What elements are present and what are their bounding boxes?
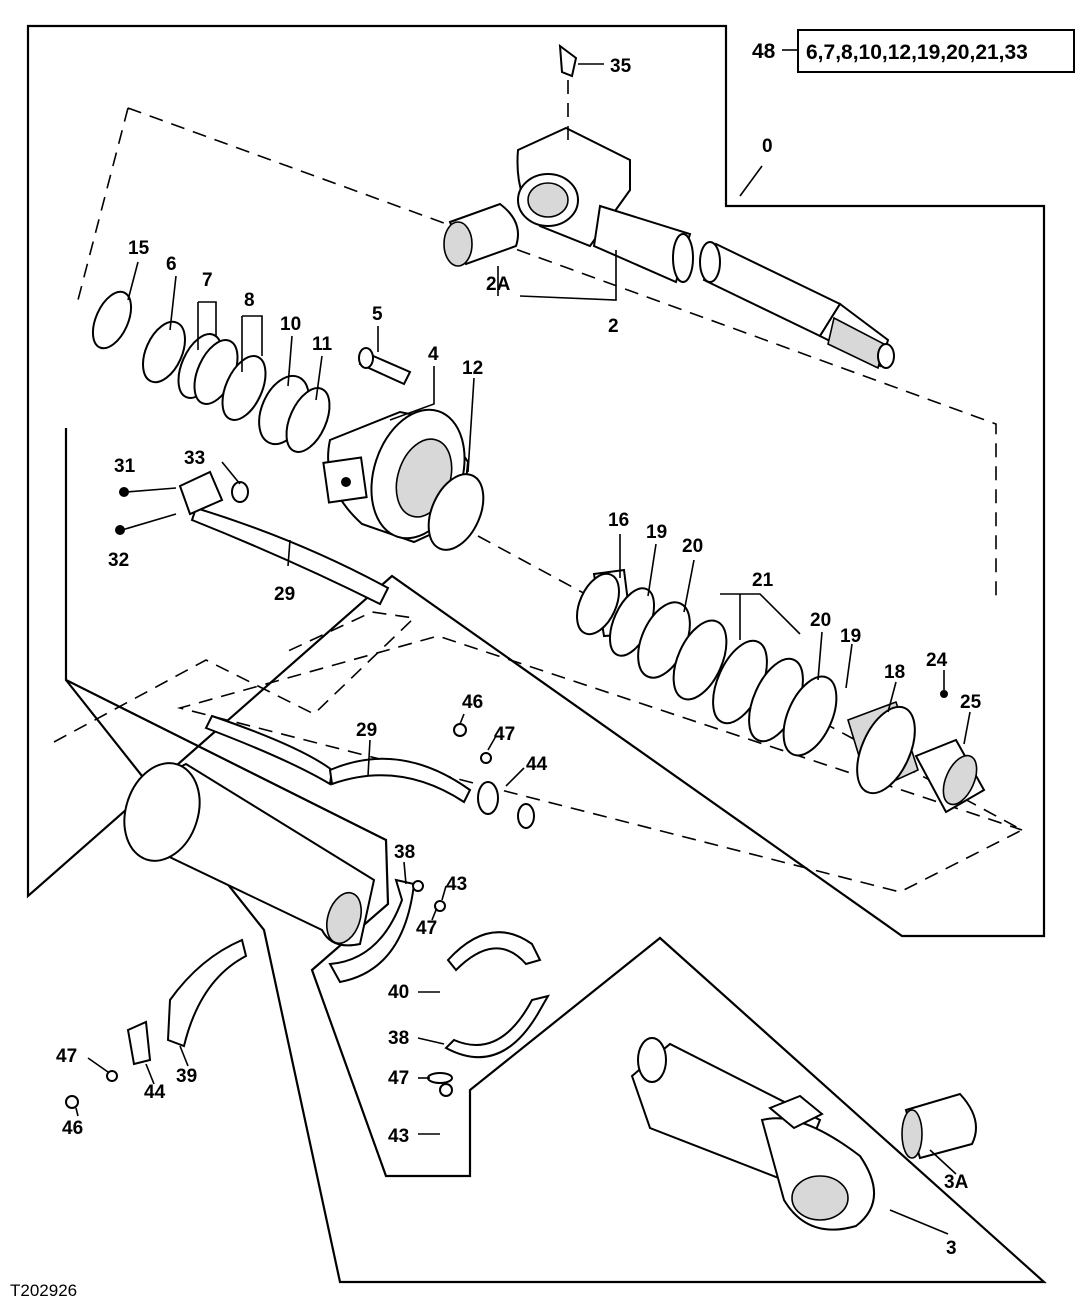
- rod-group-boundary: [64, 428, 1047, 1284]
- leader-lines: [75, 165, 971, 1235]
- callout-46-upper: 46: [462, 692, 483, 713]
- callout-2a: 2A: [486, 274, 511, 295]
- callout-20-lower: 20: [810, 610, 831, 631]
- head-seals: [142, 320, 331, 453]
- callout-47-lower: 47: [388, 1068, 409, 1089]
- o-ring-12: [427, 473, 485, 551]
- callout-18: 18: [884, 662, 905, 683]
- bushing-3a: [901, 1092, 977, 1160]
- callout-15: 15: [128, 238, 150, 259]
- kit-contents-box: [797, 29, 1075, 73]
- tube-29-lower: [204, 714, 535, 829]
- callout-21: 21: [752, 570, 774, 591]
- bolt-5: [358, 347, 412, 386]
- callout-38-lower: 38: [388, 1028, 409, 1049]
- callout-43-lower: 43: [388, 1126, 409, 1147]
- piston-18: [847, 700, 919, 795]
- callout-19-lower: 19: [840, 626, 861, 647]
- callout-7: 7: [202, 270, 213, 291]
- callout-38-upper: 38: [394, 842, 415, 863]
- piston-seals: [576, 568, 838, 757]
- rod-eye: [516, 126, 694, 284]
- tube-axis-dashed: [53, 611, 416, 743]
- kit-number: 48: [752, 40, 776, 63]
- callout-40: 40: [388, 982, 409, 1003]
- callout-39: 39: [176, 1066, 197, 1087]
- callout-44-upper: 44: [526, 754, 548, 775]
- callout-47-upper: 47: [494, 724, 515, 745]
- callout-12: 12: [462, 358, 483, 379]
- callout-25: 25: [960, 692, 982, 713]
- cylinder-base-3: [630, 1037, 875, 1231]
- piston-nut-25: [914, 738, 986, 814]
- callout-3: 3: [946, 1238, 957, 1259]
- callout-4: 4: [428, 344, 439, 365]
- piston-rod: [699, 241, 895, 370]
- callout-labels: 0 2 2A 3 3A 4 5 6 7 8 10 11 12 15 16 18 …: [56, 56, 982, 1259]
- callout-29-lower: 29: [356, 720, 377, 741]
- bushing-2a: [443, 202, 519, 267]
- callout-0: 0: [762, 136, 773, 157]
- callout-6: 6: [166, 254, 177, 275]
- rod-axis-dashed: [77, 107, 997, 600]
- cylinder-barrel: [123, 762, 376, 947]
- callout-32: 32: [108, 550, 129, 571]
- callout-46-lower: 46: [62, 1118, 83, 1139]
- tube-29-upper: [121, 470, 390, 606]
- callout-16: 16: [608, 510, 629, 531]
- callout-3a: 3A: [944, 1172, 969, 1193]
- callout-35: 35: [610, 56, 632, 77]
- callout-47-mid: 47: [416, 918, 437, 939]
- callout-8: 8: [244, 290, 255, 311]
- kit-callout: 48 6,7,8,10,12,19,20,21,33: [752, 29, 1075, 73]
- callout-2: 2: [608, 316, 619, 337]
- callout-47-left: 47: [56, 1046, 77, 1067]
- callout-11: 11: [312, 334, 333, 355]
- callout-10: 10: [280, 314, 301, 335]
- figure-reference: T202926: [10, 1281, 77, 1300]
- grease-fitting-35: [558, 43, 604, 140]
- callout-44-lower: 44: [144, 1082, 166, 1103]
- callout-19-upper: 19: [646, 522, 667, 543]
- kit-contents: 6,7,8,10,12,19,20,21,33: [806, 41, 1028, 64]
- clamps: [126, 878, 551, 1066]
- callout-33: 33: [184, 448, 205, 469]
- callout-31: 31: [114, 456, 136, 477]
- callout-43-upper: 43: [446, 874, 467, 895]
- callout-29-upper: 29: [274, 584, 295, 605]
- snap-ring-15: [91, 290, 133, 350]
- callout-24: 24: [926, 650, 948, 671]
- set-screw-24: [940, 690, 948, 698]
- callout-20-upper: 20: [682, 536, 703, 557]
- callout-5: 5: [372, 304, 383, 325]
